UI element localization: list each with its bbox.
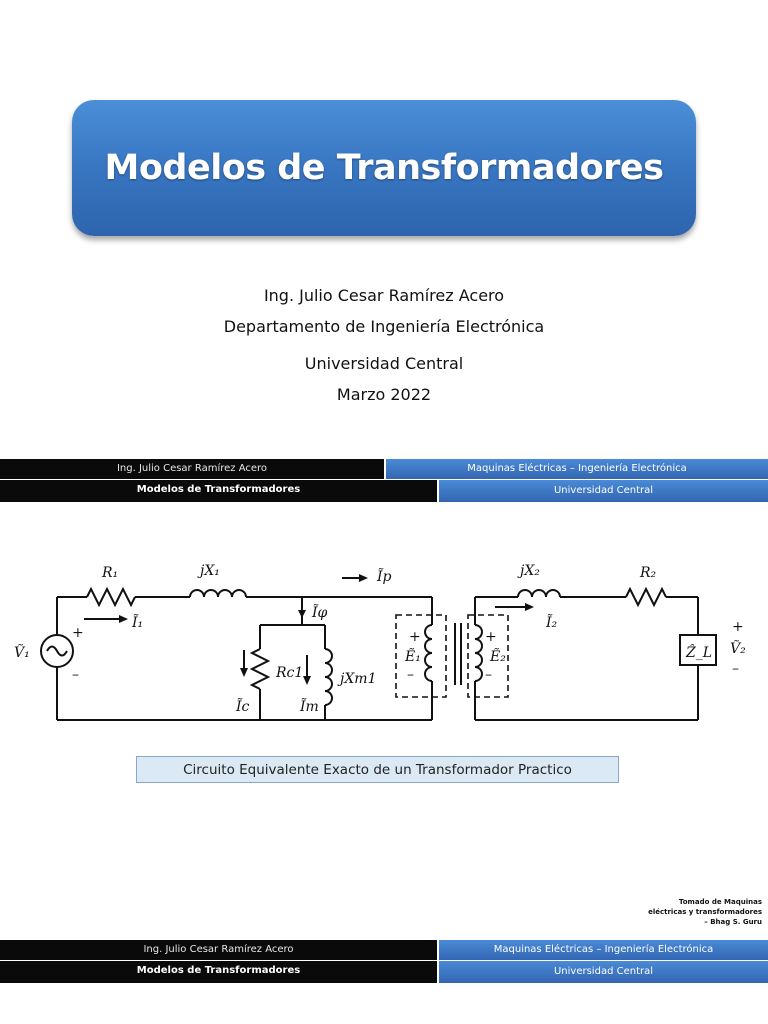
footer-course: Maquinas Eléctricas – Ingeniería Electró… bbox=[386, 459, 768, 479]
label-v1-minus: – bbox=[72, 667, 79, 683]
label-jx2: jX₂ bbox=[517, 563, 540, 579]
label-i1: Ĩ₁ bbox=[131, 613, 143, 631]
label-v1-plus: + bbox=[72, 625, 84, 641]
label-r2: R₂ bbox=[639, 565, 657, 581]
label-zl: Ẑ_L bbox=[685, 643, 712, 661]
footer-bottom: Ing. Julio Cesar Ramírez Acero Maquinas … bbox=[0, 940, 768, 985]
label-v1: Ṽ₁ bbox=[14, 643, 30, 661]
label-e2: Ẽ₂ bbox=[489, 647, 506, 665]
figure-caption: Circuito Equivalente Exacto de un Transf… bbox=[136, 756, 619, 783]
footer-university: Universidad Central bbox=[439, 961, 768, 983]
label-iphi: Ĩφ bbox=[311, 603, 328, 621]
label-v2: Ṽ₂ bbox=[730, 639, 746, 657]
label-r1: R₁ bbox=[101, 565, 118, 581]
label-ip: Ĩp bbox=[376, 567, 392, 585]
footer-topic: Modelos de Transformadores bbox=[0, 961, 437, 983]
footer-course: Maquinas Eléctricas – Ingeniería Electró… bbox=[439, 940, 768, 960]
label-e2-minus: – bbox=[485, 667, 492, 683]
label-e1-minus: – bbox=[407, 667, 414, 683]
footer-university: Universidad Central bbox=[439, 480, 768, 502]
footer-top: Ing. Julio Cesar Ramírez Acero Maquinas … bbox=[0, 459, 768, 504]
label-im: Ĩm bbox=[299, 697, 319, 715]
label-rc1: Rc1 bbox=[275, 665, 303, 681]
label-e1: Ẽ₁ bbox=[404, 647, 421, 665]
footer-topic: Modelos de Transformadores bbox=[0, 480, 437, 502]
label-v2-minus: – bbox=[732, 661, 739, 677]
label-jx1: jX₁ bbox=[197, 563, 220, 579]
label-v2-plus: + bbox=[732, 619, 744, 635]
title-banner: Modelos de Transformadores bbox=[72, 100, 696, 236]
footer-author: Ing. Julio Cesar Ramírez Acero bbox=[0, 459, 384, 479]
credit-line-2: eléctricas y transformadores bbox=[648, 908, 762, 916]
equivalent-circuit-diagram: R₁ jX₁ Ĩp jX₂ R₂ Ĩ₁ Ĩφ Ṽ₁ Rc1 jXm1 Ĩc Ĩm… bbox=[14, 563, 746, 721]
date-text: Marzo 2022 bbox=[336, 385, 432, 404]
source-credit: Tomado de Maquinas eléctricas y transfor… bbox=[562, 897, 762, 927]
university-name: Universidad Central bbox=[304, 354, 464, 373]
credit-line-1: Tomado de Maquinas bbox=[678, 898, 762, 906]
credit-line-3: – Bhag S. Guru bbox=[704, 918, 762, 926]
label-i2: Ĩ₂ bbox=[545, 613, 558, 631]
label-ic: Ĩc bbox=[235, 697, 250, 715]
label-e1-plus: + bbox=[409, 629, 421, 645]
label-jxm1: jXm1 bbox=[337, 671, 377, 687]
label-e2-plus: + bbox=[485, 629, 497, 645]
page-title: Modelos de Transformadores bbox=[104, 148, 664, 188]
author-name: Ing. Julio Cesar Ramírez Acero bbox=[263, 286, 505, 305]
department-name: Departamento de Ingeniería Electrónica bbox=[223, 317, 545, 336]
footer-author: Ing. Julio Cesar Ramírez Acero bbox=[0, 940, 437, 960]
